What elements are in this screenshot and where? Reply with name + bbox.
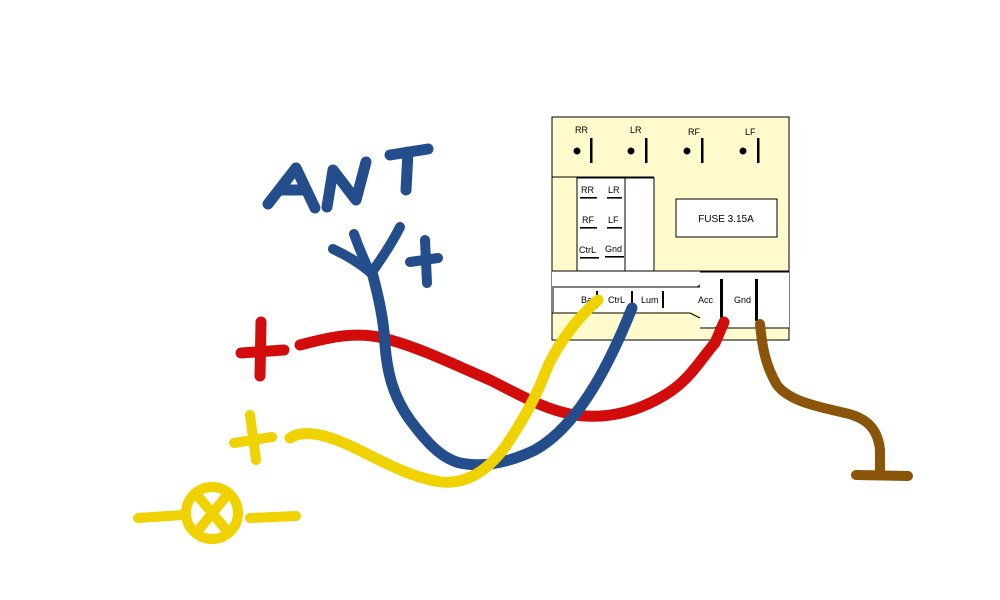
inner-label-lr: LR bbox=[608, 185, 620, 195]
inner-label-gnd: Gnd bbox=[605, 244, 622, 254]
terminal-strip: Bat CtrL Lum Acc Gnd bbox=[552, 270, 789, 329]
inner-label-ctrl: CtrL bbox=[579, 245, 596, 255]
brown-wire bbox=[755, 319, 885, 477]
ground-symbol bbox=[851, 470, 913, 481]
yellow-wire bbox=[284, 294, 604, 488]
blue-wire bbox=[366, 266, 638, 471]
terminal-acc: Acc bbox=[698, 279, 723, 321]
speaker-label-lf: LF bbox=[745, 127, 756, 137]
speaker-label-rr: RR bbox=[575, 125, 588, 135]
terminal-label-ctrl: CtrL bbox=[608, 295, 625, 305]
ant-handwriting bbox=[262, 143, 434, 214]
terminal-label-acc: Acc bbox=[698, 295, 714, 305]
speaker-pin-rf: RF bbox=[683, 127, 704, 163]
connector-panel: RR LR RF LF RR LR RF bbox=[551, 116, 790, 341]
lamp-symbol bbox=[133, 482, 301, 544]
red-plus-sign bbox=[235, 316, 290, 382]
inner-panel: RR LR RF LF CtrL Gnd bbox=[576, 177, 655, 272]
inner-label-lf: LF bbox=[608, 215, 619, 225]
fuse-label: FUSE 3.15A bbox=[698, 214, 754, 225]
speaker-label-rf: RF bbox=[688, 127, 700, 137]
terminal-label-lum: Lum bbox=[641, 295, 659, 305]
speaker-pin-lf: LF bbox=[739, 127, 760, 163]
speaker-pin-lr: LR bbox=[627, 125, 648, 163]
terminal-label-bat: Bat bbox=[581, 295, 595, 305]
terminal-gnd: Gnd bbox=[734, 279, 758, 321]
inner-label-rf: RF bbox=[582, 215, 594, 225]
antenna-symbol bbox=[328, 222, 405, 277]
fuse-box: FUSE 3.15A bbox=[675, 198, 778, 238]
terminal-label-gnd: Gnd bbox=[734, 295, 751, 305]
speaker-label-lr: LR bbox=[630, 125, 642, 135]
yellow-plus-sign bbox=[229, 410, 277, 465]
speaker-pin-rr: RR bbox=[573, 125, 593, 163]
antenna-plus-sign bbox=[405, 235, 443, 288]
inner-label-rr: RR bbox=[581, 185, 594, 195]
terminal-lum: Lum bbox=[641, 291, 664, 308]
terminal-ctrl: CtrL bbox=[608, 291, 633, 308]
